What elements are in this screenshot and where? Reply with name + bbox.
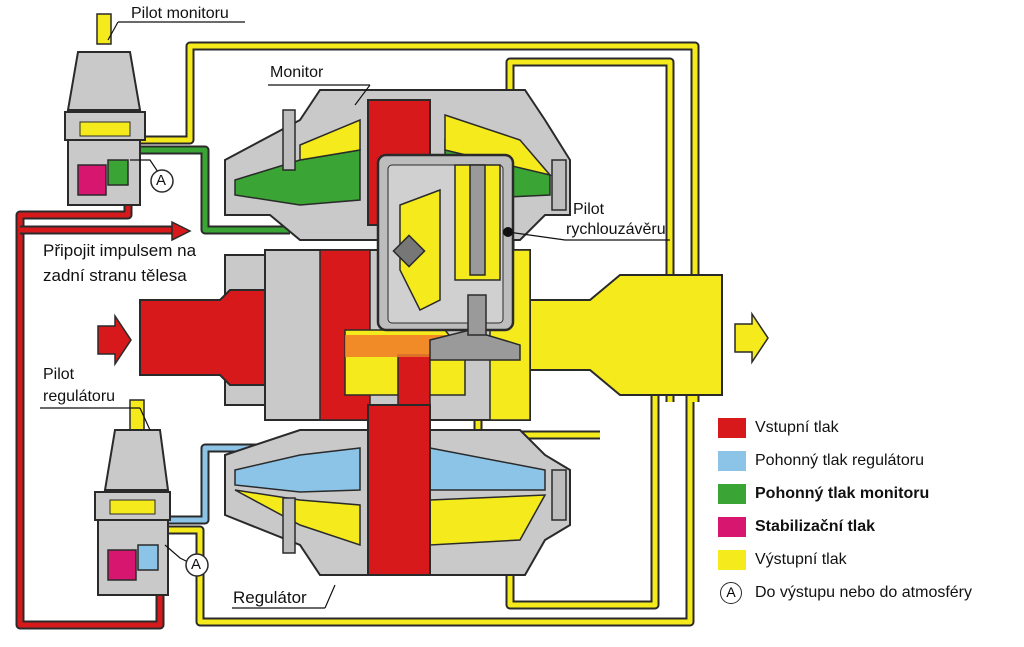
inlet-impulse-pipe xyxy=(15,175,178,630)
label-pilot-regulator-2: regulátoru xyxy=(43,388,116,405)
label-monitor: Monitor xyxy=(270,64,324,81)
outlet-body xyxy=(519,274,723,396)
label-quick-close-2: rychlouzávěru xyxy=(566,221,666,238)
legend-swatch xyxy=(718,517,746,537)
legend-swatch xyxy=(718,550,746,570)
label-regulator: Regulátor xyxy=(233,588,307,607)
legend-label: Stabilizační tlak xyxy=(755,518,876,535)
legend-label: Vstupní tlak xyxy=(755,419,839,436)
label-pilot-monitor: Pilot monitoru xyxy=(131,5,229,22)
marker-a-bottom xyxy=(185,553,209,577)
outlet-arrow xyxy=(734,311,769,365)
label-pilot-regulator-1: Pilot xyxy=(43,366,75,383)
label-connect-impulse-1: Připojit impulsem na xyxy=(43,241,197,260)
monitor-pilot-device xyxy=(64,13,146,206)
marker-a-top xyxy=(150,169,174,193)
legend-swatch xyxy=(718,451,746,471)
legend-label: Do výstupu nebo do atmosféry xyxy=(755,584,973,601)
impulse-arrow xyxy=(171,220,192,242)
marker-a-top-letter: A xyxy=(156,172,167,189)
label-connect-impulse-2: zadní stranu tělesa xyxy=(43,266,187,285)
quick-close-box xyxy=(376,153,515,336)
marker-a-bottom-letter: A xyxy=(191,556,202,573)
regulator-pilot-device xyxy=(94,399,171,596)
inlet-arrow xyxy=(97,313,132,367)
monitor-drive-pipe xyxy=(130,145,290,235)
legend-swatch xyxy=(718,484,746,504)
legend-label: Pohonný tlak monitoru xyxy=(755,485,930,502)
leader-lines xyxy=(40,21,670,609)
legend-swatch xyxy=(718,418,746,438)
legend-label: Pohonný tlak regulátoru xyxy=(755,452,924,469)
legend-marker-a: A xyxy=(720,582,742,604)
label-quick-close-1: Pilot xyxy=(573,201,605,218)
legend-label: Výstupní tlak xyxy=(755,551,847,568)
